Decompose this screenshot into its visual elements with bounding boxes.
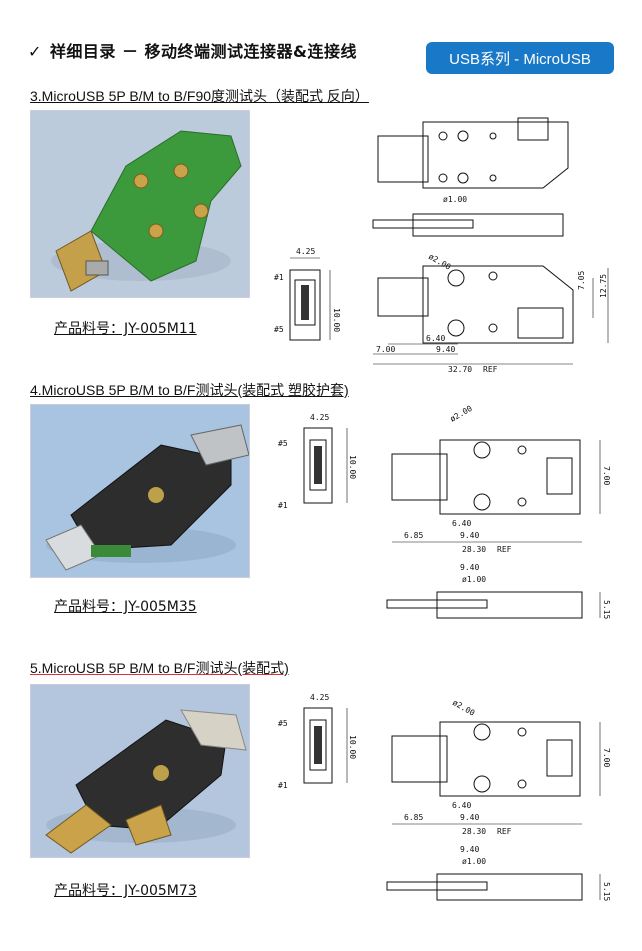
dim-d2: 9.40 — [460, 531, 479, 540]
pin1-label: #1 — [278, 781, 288, 790]
dim-width: 4.25 — [296, 247, 315, 256]
dim-ref: REF — [497, 545, 512, 554]
dim-d3: 7.00 — [376, 345, 395, 354]
dim-height: 10.00 — [348, 455, 357, 479]
drawing-views-5: ø2.00 7.00 6.40 6.85 9.40 28.30 REF 9.40… — [382, 686, 622, 916]
drawing-front-4: 4.25 10.00 #5 #1 — [272, 410, 372, 520]
dim-d3: 6.85 — [404, 531, 423, 540]
dim-height: 10.00 — [332, 308, 341, 332]
product-photo-3 — [30, 110, 250, 298]
dim-v1: 7.05 — [577, 271, 586, 290]
pin5-label: #5 — [274, 325, 284, 334]
checkmark-icon: ✓ — [28, 42, 42, 61]
dim-hole1: ø1.00 — [443, 195, 467, 204]
dim-v2: 12.75 — [599, 274, 608, 298]
dim-d3: 6.85 — [404, 813, 423, 822]
dim-v1: 7.00 — [602, 466, 611, 485]
series-badge: USB系列 - MicroUSB — [426, 42, 614, 74]
dim-height: 10.00 — [348, 735, 357, 759]
dim-total: 28.30 — [462, 827, 486, 836]
drawing-views-3: ø1.00 ø2.00 6.40 7.00 9.40 32.70 REF 7.0… — [368, 108, 618, 373]
dim-ref: REF — [497, 827, 512, 836]
pin5-label: #5 — [278, 439, 288, 448]
part-number-4: 产品料号：JY-005M35 — [54, 599, 197, 615]
dim-width: 4.25 — [310, 693, 329, 702]
section-title-4: 4.MicroUSB 5P B/M to B/F测试头(装配式 塑胶护套) — [30, 382, 349, 398]
dim-side-width: 9.40 — [460, 563, 479, 572]
pin5-label: #5 — [278, 719, 288, 728]
dim-hole1: ø1.00 — [462, 575, 486, 584]
section-title-3: 3.MicroUSB 5P B/M to B/F90度测试头（装配式 反向） — [30, 88, 369, 104]
drawing-front-5: 4.25 10.00 #5 #1 — [272, 690, 372, 800]
dim-hole1: ø1.00 — [462, 857, 486, 866]
dim-hole2: ø2.00 — [449, 404, 475, 424]
dim-d2: 9.40 — [460, 813, 479, 822]
page-title: 祥细目录 － 移动终端测试连接器&连接线 — [49, 42, 358, 61]
dim-width: 4.25 — [310, 413, 329, 422]
product-photo-4 — [30, 404, 250, 578]
dim-total: 28.30 — [462, 545, 486, 554]
dim-d1: 6.40 — [452, 519, 471, 528]
dim-v1: 7.00 — [602, 748, 611, 767]
pin1-label: #1 — [278, 501, 288, 510]
product-photo-5 — [30, 684, 250, 858]
dim-d1: 6.40 — [452, 801, 471, 810]
dim-v2: 5.15 — [602, 882, 611, 901]
part-number-5: 产品料号：JY-005M73 — [54, 883, 197, 899]
dim-hole2: ø2.00 — [451, 698, 477, 718]
dim-v2: 5.15 — [602, 600, 611, 619]
page-header: ✓ 祥细目录 － 移动终端测试连接器&连接线 — [28, 38, 357, 62]
dim-ref: REF — [483, 365, 498, 373]
dim-d1: 6.40 — [426, 334, 445, 343]
drawing-front-3: 4.25 10.00 #1 #5 — [268, 240, 348, 360]
dim-hole2: ø2.00 — [427, 252, 453, 272]
dim-total: 32.70 — [448, 365, 472, 373]
dim-side-width: 9.40 — [460, 845, 479, 854]
part-number-3: 产品料号：JY-005M11 — [54, 321, 197, 337]
pin1-label: #1 — [274, 273, 284, 282]
drawing-views-4: ø2.00 7.00 6.40 6.85 9.40 28.30 REF 9.40… — [382, 404, 622, 634]
dim-d2: 9.40 — [436, 345, 455, 354]
section-title-5: 5.MicroUSB 5P B/M to B/F测试头(装配式) — [30, 660, 289, 676]
